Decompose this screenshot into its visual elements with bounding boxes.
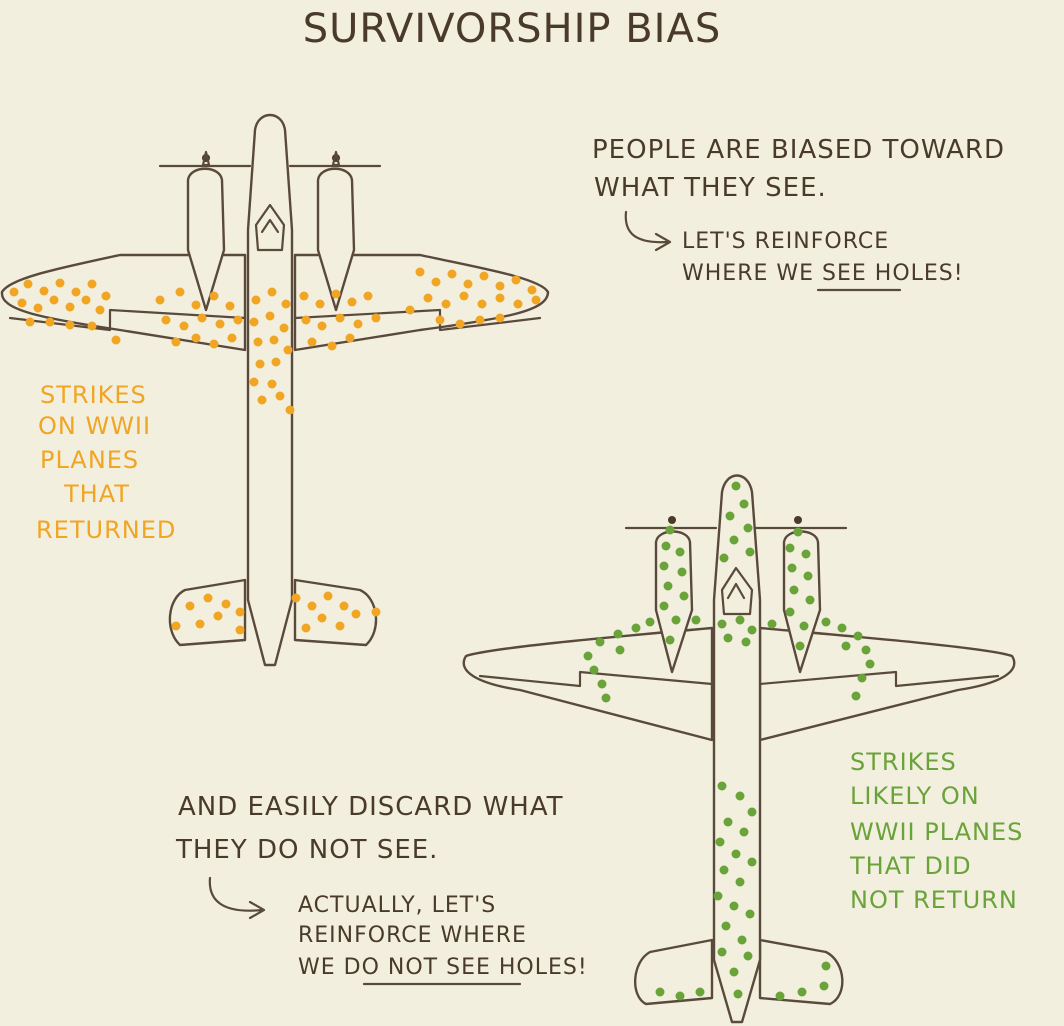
note-seen-heading: WHAT THEY SEE. <box>594 173 827 203</box>
returned-label-line: RETURNED <box>36 516 176 544</box>
arrow-icon <box>208 876 266 920</box>
note-unseen-heading: AND EASILY DISCARD WHAT <box>178 792 563 822</box>
note-seen-heading: PEOPLE ARE BIASED TOWARD <box>592 135 1005 165</box>
note-unseen-heading: THEY DO NOT SEE. <box>175 835 438 865</box>
note-unseen: AND EASILY DISCARD WHAT THEY DO NOT SEE.… <box>175 792 588 986</box>
note-seen-aside: LET'S REINFORCE <box>682 229 889 254</box>
not-returned-label: STRIKES LIKELY ON WWII PLANES THAT DID N… <box>849 748 1023 914</box>
note-seen-aside: WHERE WE SEE HOLES! <box>682 261 964 286</box>
not-returned-strikes <box>583 481 875 1001</box>
arrow-icon <box>624 210 672 252</box>
not-returned-label-line: LIKELY ON <box>850 782 980 810</box>
not-returned-label-line: STRIKES <box>850 748 957 776</box>
returned-label-line: THAT <box>63 480 130 508</box>
note-unseen-aside: ACTUALLY, LET'S <box>298 893 496 918</box>
returned-label-line: STRIKES <box>40 381 147 409</box>
note-unseen-aside: WE DO NOT SEE HOLES! <box>298 955 588 980</box>
returned-label-line: PLANES <box>40 446 139 474</box>
not-returned-label-line: THAT DID <box>849 852 972 880</box>
not-returned-label-line: WWII PLANES <box>850 818 1023 846</box>
returned-label: STRIKES ON WWII PLANES THAT RETURNED <box>36 381 176 544</box>
note-unseen-aside: REINFORCE WHERE <box>298 923 527 948</box>
returned-strikes <box>9 267 541 635</box>
note-seen: PEOPLE ARE BIASED TOWARD WHAT THEY SEE. … <box>592 135 1005 292</box>
returned-label-line: ON WWII <box>38 412 151 440</box>
not-returned-label-line: NOT RETURN <box>850 886 1018 914</box>
title: SURVIVORSHIP BIAS <box>303 6 721 52</box>
